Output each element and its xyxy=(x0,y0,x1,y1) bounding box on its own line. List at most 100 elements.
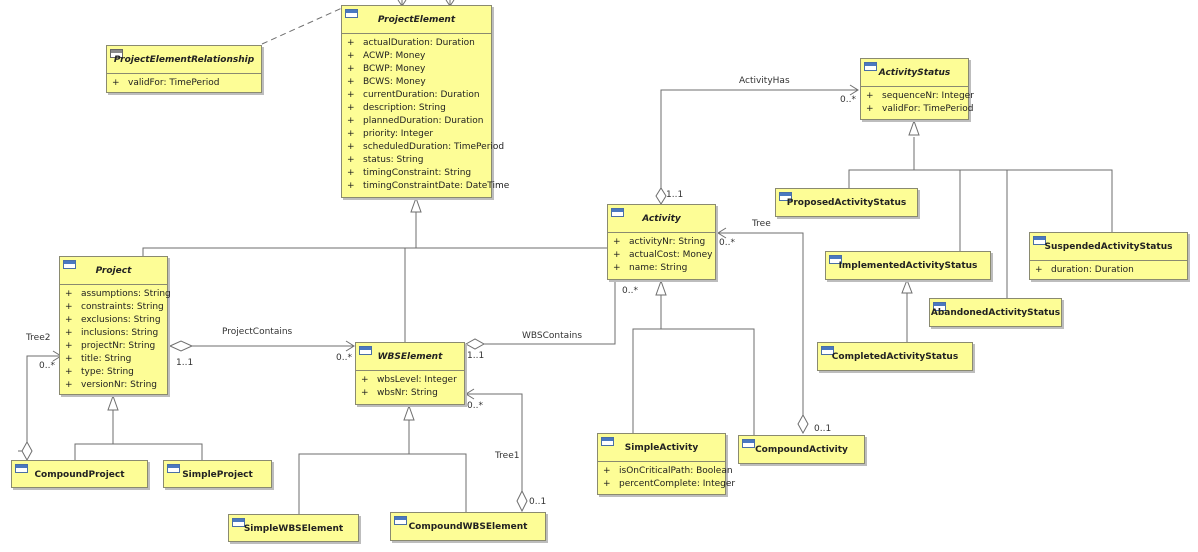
visibility-marker: + xyxy=(65,328,73,338)
attribute-text: activityNr: String xyxy=(629,237,706,247)
attribute: +name: String xyxy=(608,262,715,275)
class-compound-project[interactable]: CompoundProject xyxy=(11,460,148,488)
class-compound-wbs-element[interactable]: CompoundWBSElement xyxy=(390,512,546,541)
class-project-element-relationship[interactable]: ProjectElementRelationship +validFor: Ti… xyxy=(106,45,262,93)
class-simple-wbs-element[interactable]: SimpleWBSElement xyxy=(228,514,359,542)
aggregation-diamond xyxy=(516,489,528,513)
class-suspended-activity-status[interactable]: SuspendedActivityStatus +duration: Durat… xyxy=(1029,232,1188,280)
class-icon xyxy=(110,49,123,58)
class-name: CompoundProject xyxy=(34,470,125,480)
attribute: +priority: Integer xyxy=(342,128,491,141)
class-header: ActivityStatus xyxy=(861,59,968,87)
class-project[interactable]: Project +assumptions: String +constraint… xyxy=(59,256,171,395)
attribute-list: +isOnCriticalPath: Boolean +percentCompl… xyxy=(598,462,735,491)
attribute: + actualCost: Money xyxy=(608,249,715,262)
tree1-label: Tree1 xyxy=(495,451,520,461)
aggregation-diamond xyxy=(797,413,809,435)
class-activity-status[interactable]: ActivityStatus +sequenceNr: Integer + val… xyxy=(860,58,974,120)
attribute: + ACWP: Money xyxy=(342,50,491,63)
class-header: SimpleWBSElement xyxy=(229,515,358,541)
class-implemented-activity-status[interactable]: ImplementedActivityStatus xyxy=(825,251,991,280)
attribute-text: wbsLevel: Integer xyxy=(377,375,457,385)
visibility-marker: + xyxy=(361,375,369,385)
generalization-line xyxy=(848,169,1113,232)
attribute-list: +sequenceNr: Integer + validFor: TimePeri… xyxy=(861,87,974,116)
visibility-marker: + xyxy=(347,116,355,126)
attribute: +exclusions: String xyxy=(60,314,167,327)
wbs-contains-association xyxy=(484,272,616,345)
attribute: + activityNr: String xyxy=(608,236,715,249)
attribute-text: versionNr: String xyxy=(81,380,157,390)
navigability-arrowhead xyxy=(717,227,727,239)
attribute-list: + wbsLevel: Integer +wbsNr: String xyxy=(356,371,464,400)
class-icon xyxy=(394,516,407,525)
class-header: ProjectElementRelationship xyxy=(107,46,261,74)
attribute: +sequenceNr: Integer xyxy=(861,90,974,103)
attribute: +duration: Duration xyxy=(1030,264,1187,277)
class-icon xyxy=(15,464,28,473)
class-icon xyxy=(167,464,180,473)
visibility-marker: + xyxy=(603,466,611,476)
visibility-marker: + xyxy=(347,51,355,61)
visibility-marker: + xyxy=(347,64,355,74)
attribute: +wbsNr: String xyxy=(356,387,464,400)
attribute: +title: String xyxy=(60,353,167,366)
class-header: CompoundActivity xyxy=(739,436,864,463)
class-name: CompoundActivity xyxy=(755,445,848,455)
project-contains-project-multiplicity: 1..1 xyxy=(176,358,194,368)
class-icon xyxy=(63,260,76,269)
tree-association xyxy=(718,232,804,415)
aggregation-diamond xyxy=(655,187,667,205)
class-compound-activity[interactable]: CompoundActivity xyxy=(738,435,865,464)
class-wbs-element[interactable]: WBSElement + wbsLevel: Integer +wbsNr: St… xyxy=(355,342,465,405)
class-icon xyxy=(821,346,834,355)
visibility-marker: + xyxy=(65,289,73,299)
class-header: ImplementedActivityStatus xyxy=(826,252,990,279)
class-name: ProposedActivityStatus xyxy=(786,198,907,208)
attribute: +inclusions: String xyxy=(60,327,167,340)
tree-child-multiplicity: 0..1 xyxy=(814,424,832,434)
attribute-text: sequenceNr: Integer xyxy=(882,91,974,101)
attribute-text: ACWP: Money xyxy=(363,51,426,61)
visibility-marker: + xyxy=(613,250,621,260)
class-header: SimpleActivity xyxy=(598,434,725,462)
class-header: Activity xyxy=(608,205,715,233)
attribute: +actualDuration: Duration xyxy=(342,37,491,50)
class-simple-project[interactable]: SimpleProject xyxy=(163,460,272,488)
aggregation-diamond xyxy=(168,340,194,352)
attribute-text: actualCost: Money xyxy=(629,250,713,260)
class-name: CompletedActivityStatus xyxy=(831,352,959,362)
attribute-text: validFor: TimePeriod xyxy=(882,104,974,114)
generalization-arrowhead xyxy=(901,278,913,294)
class-activity[interactable]: Activity + activityNr: String + actualCost… xyxy=(607,204,716,280)
class-name: ActivityStatus xyxy=(878,68,951,78)
generalization-arrowhead xyxy=(107,394,119,411)
visibility-marker: + xyxy=(613,237,621,247)
class-completed-activity-status[interactable]: CompletedActivityStatus xyxy=(817,342,973,371)
class-header: WBSElement xyxy=(356,343,464,371)
wbs-contains-wbs-multiplicity: 1..1 xyxy=(467,351,485,361)
attribute-text: plannedDuration: Duration xyxy=(363,116,484,126)
visibility-marker: + xyxy=(866,104,874,114)
visibility-marker: + xyxy=(613,263,621,273)
class-icon xyxy=(742,439,755,448)
attribute-text: status: String xyxy=(363,155,424,165)
attribute-text: isOnCriticalPath: Boolean xyxy=(619,466,733,476)
class-proposed-activity-status[interactable]: ProposedActivityStatus xyxy=(775,188,918,217)
attribute: +assumptions: String xyxy=(60,288,171,301)
class-icon xyxy=(611,208,624,217)
class-icon xyxy=(359,346,372,355)
attribute: +status: String xyxy=(342,154,491,167)
class-abandoned-activity-status[interactable]: AbandonedActivityStatus xyxy=(929,298,1062,327)
attribute-text: exclusions: String xyxy=(81,315,161,325)
class-project-element[interactable]: ProjectElement +actualDuration: Duration… xyxy=(341,5,509,198)
class-name: WBSElement xyxy=(377,352,443,362)
class-name: SuspendedActivityStatus xyxy=(1044,242,1173,252)
tree-label: Tree xyxy=(752,219,771,229)
class-name: Project xyxy=(95,266,132,276)
attribute-text: percentComplete: Integer xyxy=(619,479,736,489)
attribute: +type: String xyxy=(60,366,167,379)
visibility-marker: + xyxy=(65,380,73,390)
attribute: + plannedDuration: Duration xyxy=(342,115,491,128)
class-simple-activity[interactable]: SimpleActivity + isOnCriticalPath: Boolea… xyxy=(597,433,735,495)
